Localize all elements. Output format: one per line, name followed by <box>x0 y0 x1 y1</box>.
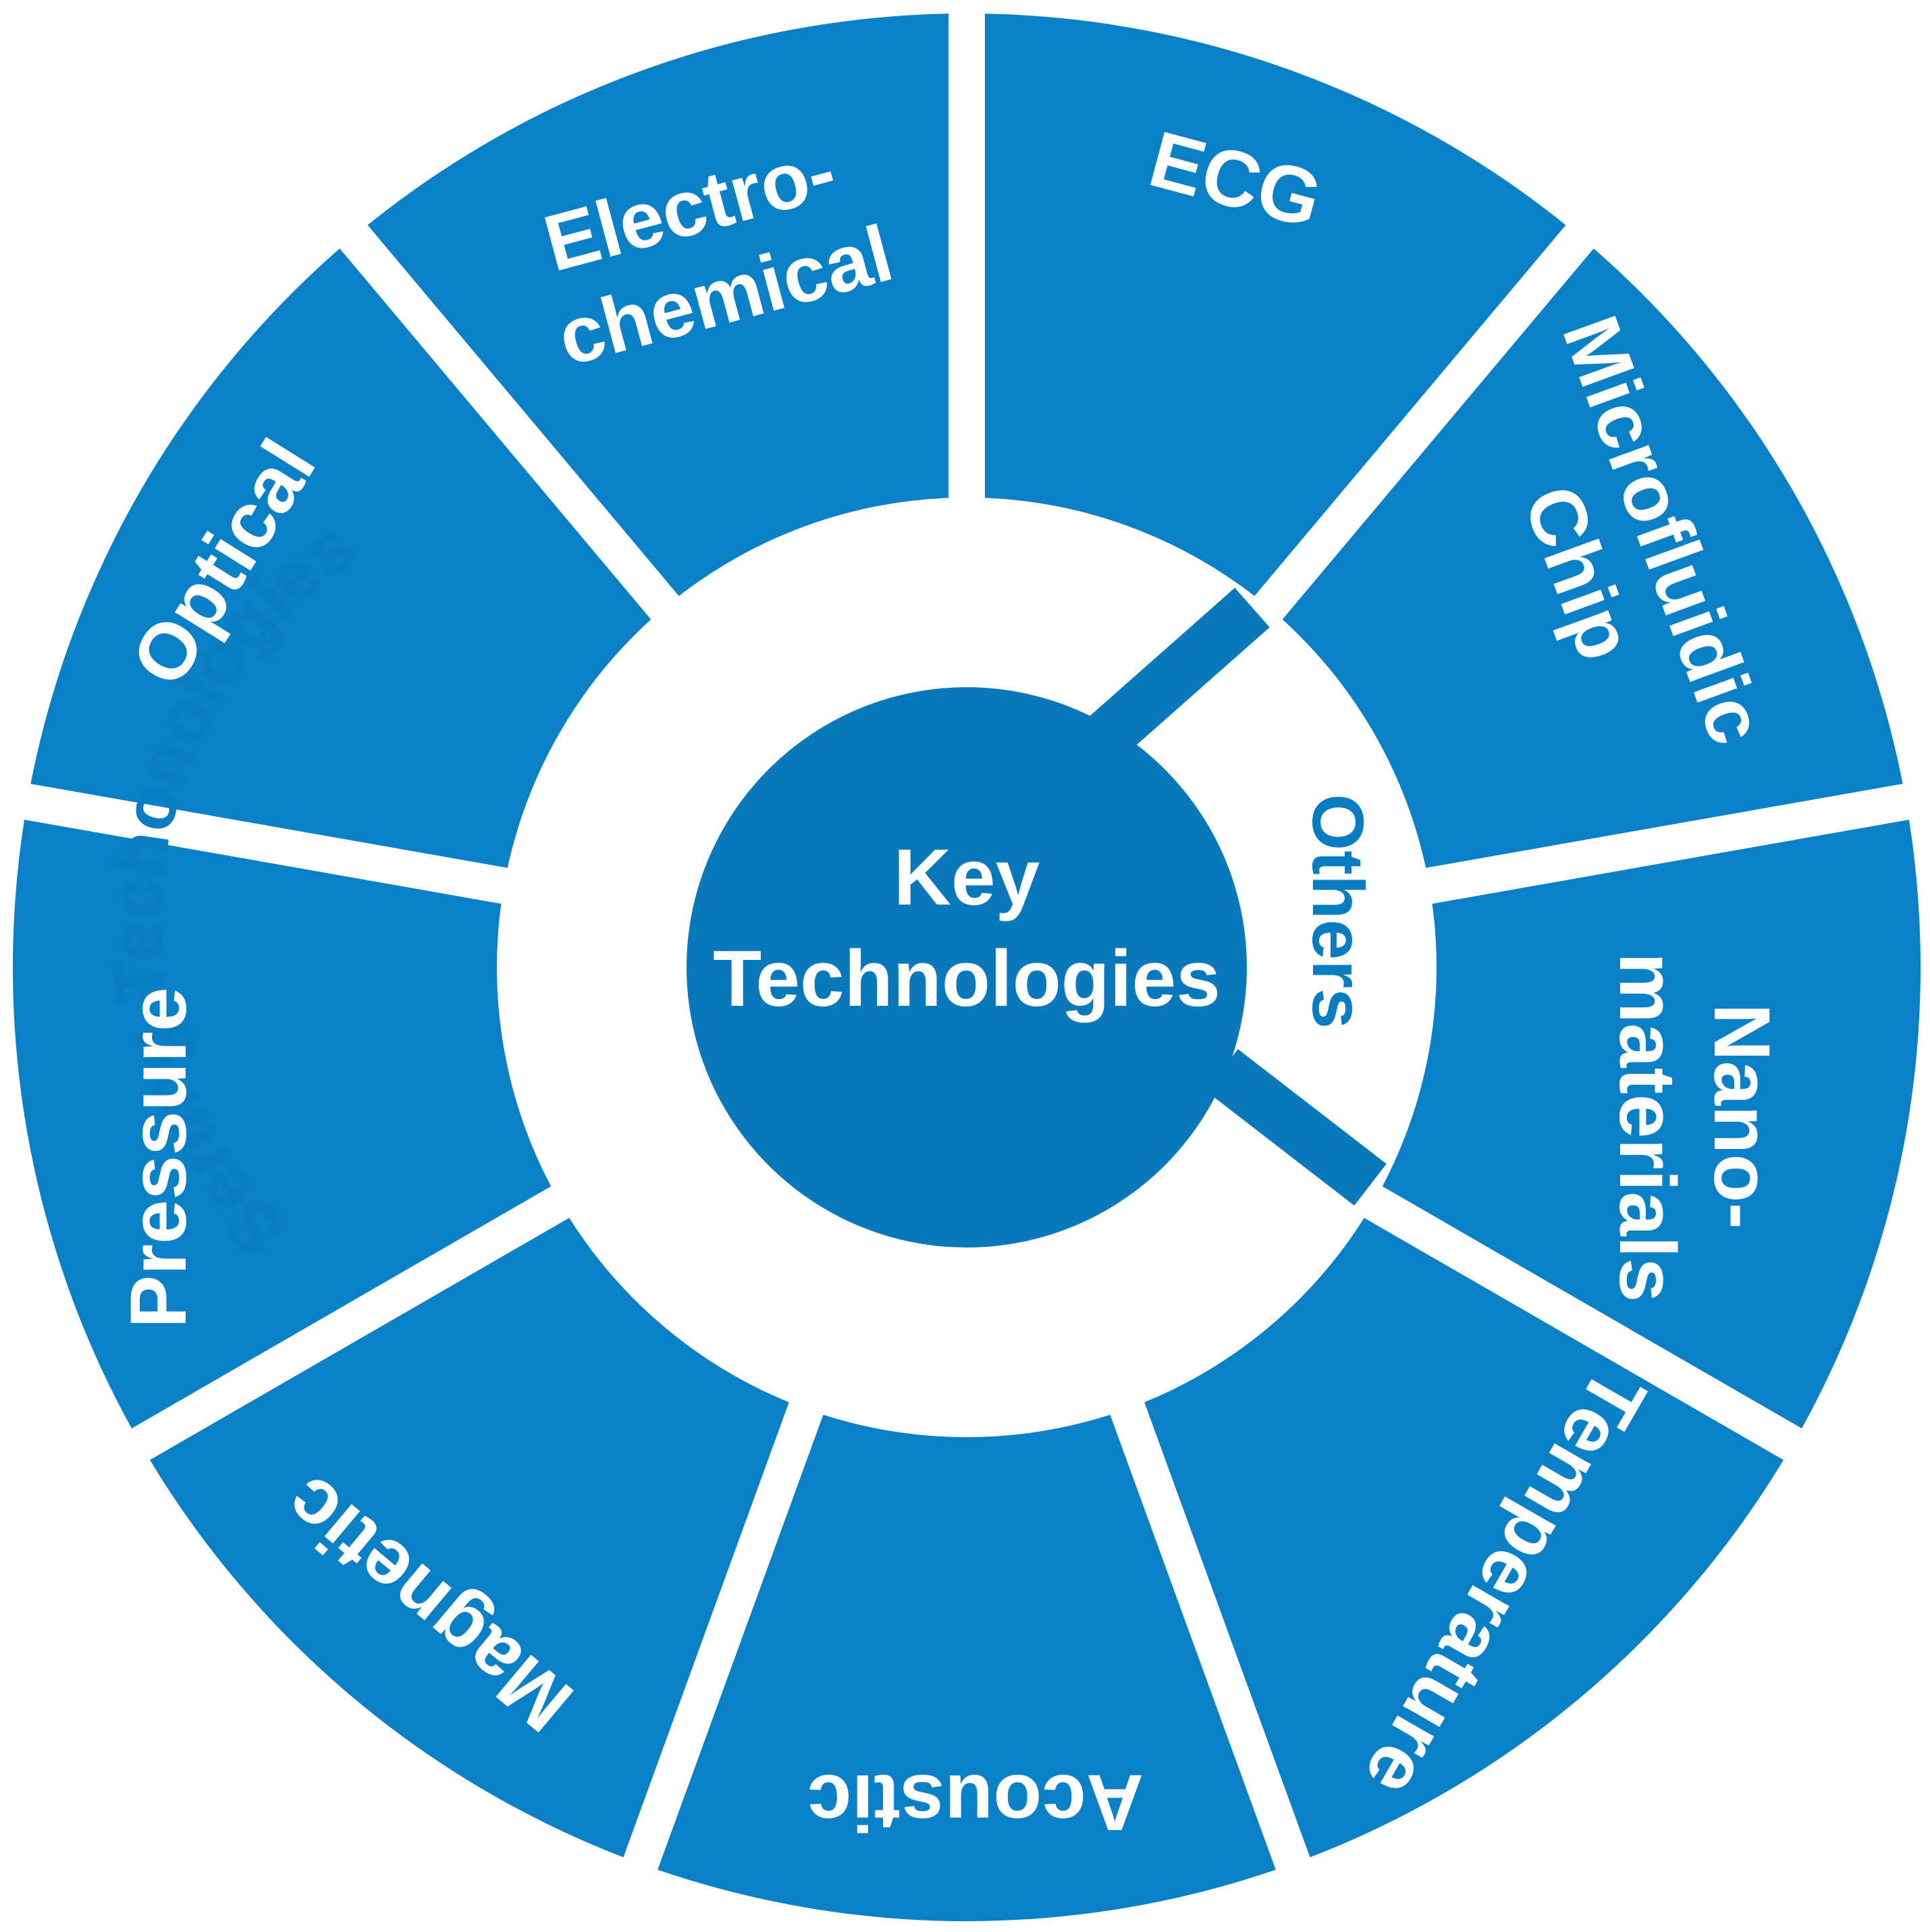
label-nanomaterials: Nano- materials <box>1603 952 1786 1302</box>
ring-divider-lower <box>1206 1049 1387 1206</box>
label-acoustic: Acoustic <box>807 1758 1144 1847</box>
label-pressure: Pressure <box>114 987 203 1328</box>
segment-optical <box>30 248 651 868</box>
segment-pressure <box>12 820 552 1428</box>
ring-divider-upper <box>1090 587 1270 756</box>
outer-segments <box>12 14 1921 1921</box>
segment-magnetic <box>150 1218 789 1858</box>
center-circle <box>687 687 1247 1247</box>
segment-acoustic <box>658 1414 1276 1921</box>
center-label-line2: Technologies <box>713 934 1221 1023</box>
segment-temperature <box>1144 1218 1784 1858</box>
segment-ecg <box>984 14 1566 596</box>
segment-electrochemical <box>367 14 949 596</box>
center-label-line1: Key <box>894 833 1040 922</box>
segment-nanomaterials <box>1382 820 1921 1428</box>
ring-label-others: Others <box>1297 794 1379 1029</box>
segment-microfluidic-chip <box>1282 248 1903 868</box>
